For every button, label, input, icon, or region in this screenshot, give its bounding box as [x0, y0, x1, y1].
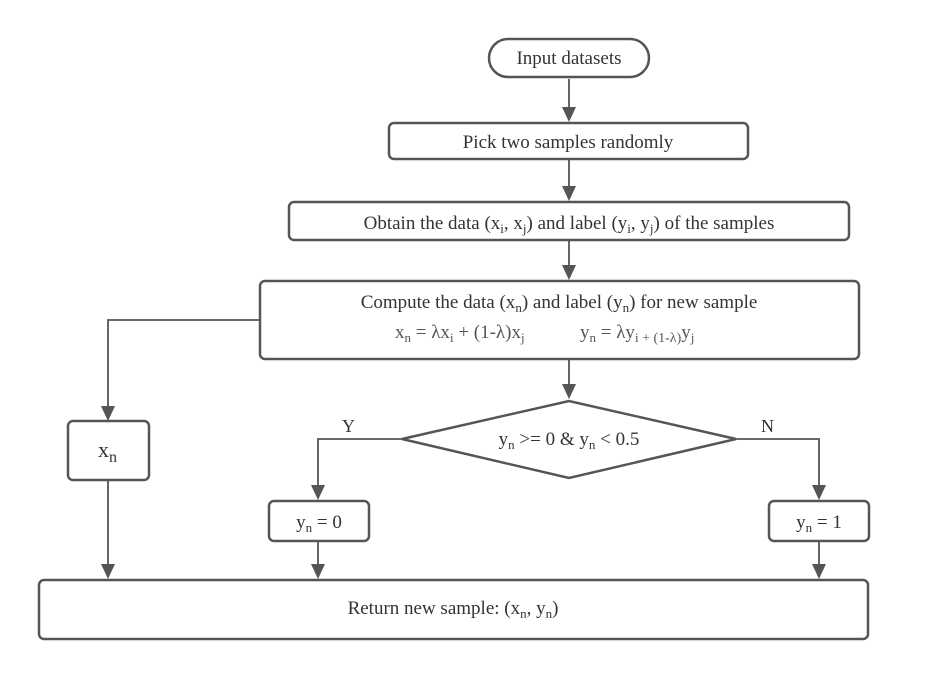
- edge-decision-no: [736, 438, 820, 487]
- arrowhead-yn0: [311, 485, 325, 500]
- node-label: xn: [98, 437, 117, 466]
- edge-compute-to-xn: [107, 319, 260, 408]
- arrowhead-decision: [562, 384, 576, 399]
- process-shape: [287, 200, 851, 242]
- arrowhead-return-mid: [311, 564, 325, 579]
- terminal-shape: [487, 37, 651, 79]
- node-label: yn = 1: [796, 512, 842, 535]
- no-label: N: [761, 416, 774, 436]
- yes-label: Y: [342, 416, 355, 436]
- arrowhead-return-left: [101, 564, 115, 579]
- node-label: Input datasets: [516, 48, 621, 69]
- process-shape: [258, 279, 861, 361]
- node-label: Obtain the data (xi, xj) and label (yi, …: [364, 213, 775, 236]
- node-return: Return new sample: (xn, yn): [37, 578, 870, 641]
- node-obtain-data: Obtain the data (xi, xj) and label (yi, …: [287, 200, 851, 242]
- edges: [101, 79, 826, 579]
- node-compute: Compute the data (xn) and label (yn) for…: [258, 279, 861, 361]
- arrowhead-return-right: [812, 564, 826, 579]
- arrowhead-obtain: [562, 186, 576, 201]
- process-shape: [66, 419, 151, 482]
- formula-x: xn = λxi + (1-λ)xj: [395, 322, 525, 345]
- node-label: Return new sample: (xn, yn): [348, 598, 559, 621]
- node-label: yn = 0: [296, 512, 342, 535]
- node-label: Pick two samples randomly: [463, 132, 674, 153]
- node-yn-1: yn = 1: [767, 499, 871, 543]
- node-pick-samples: Pick two samples randomly: [387, 121, 750, 161]
- process-shape: [37, 578, 870, 641]
- formula-y: yn = λyi + (1-λ)yj: [580, 322, 694, 346]
- process-shape: [767, 499, 871, 543]
- process-shape: [267, 499, 371, 543]
- decision-label: yn >= 0 & yn < 0.5: [499, 429, 640, 452]
- arrowhead-xn: [101, 406, 115, 421]
- node-input-datasets: Input datasets: [487, 37, 651, 79]
- compute-title: Compute the data (xn) and label (yn) for…: [361, 292, 758, 315]
- process-shape: [387, 121, 750, 161]
- node-decision: yn >= 0 & yn < 0.5: [401, 399, 737, 480]
- node-xn: xn: [66, 419, 151, 482]
- node-yn-0: yn = 0: [267, 499, 371, 543]
- edge-decision-yes: [317, 438, 402, 487]
- arrowhead-pick: [562, 107, 576, 122]
- decision-shape: [401, 399, 737, 480]
- arrowhead-compute: [562, 265, 576, 280]
- arrowhead-yn1: [812, 485, 826, 500]
